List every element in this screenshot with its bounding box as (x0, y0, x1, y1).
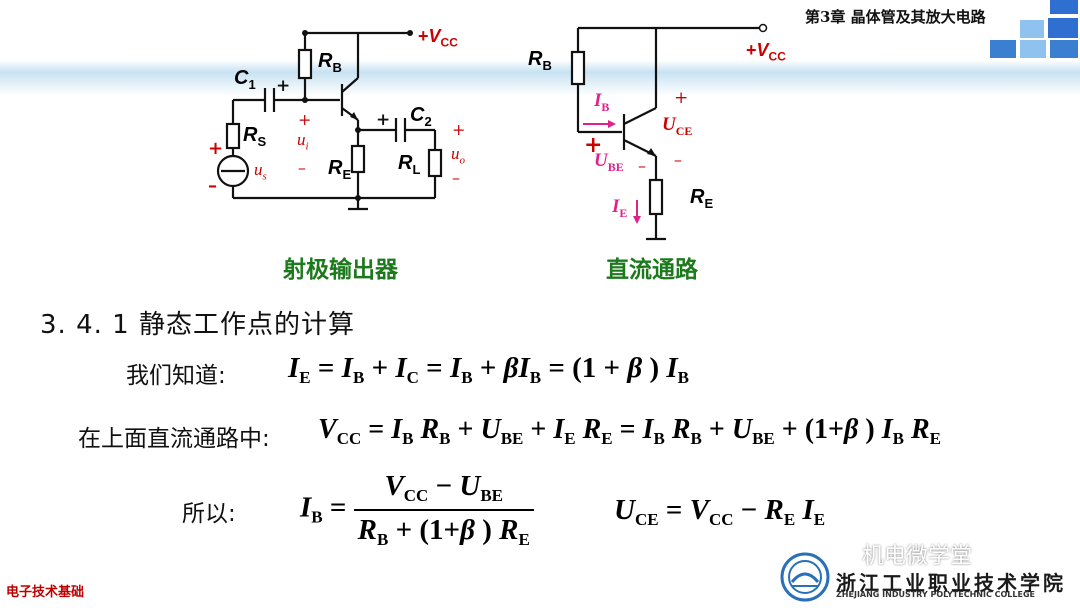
ui-plus: + (298, 110, 312, 129)
us-minus: – (208, 175, 217, 196)
equation-kvl: VCC = IB RB + UBE + IE RE = IB RB + UBE … (318, 414, 941, 448)
equation-ib: IB = VCC − UBE RB + (1+β ) RE (300, 470, 534, 550)
left-re-label: RE (328, 157, 352, 182)
left-vcc-label: +VCC (418, 26, 458, 50)
chapter-title: 第3章 晶体管及其放大电路 (805, 8, 986, 26)
left-diagram-caption: 射极输出器 (283, 257, 398, 283)
uce-plus: + (674, 88, 689, 108)
right-rb-label: RB (528, 48, 552, 73)
ib-label: IB (594, 90, 610, 114)
uo-minus: – (452, 168, 460, 187)
left-c2-label: C2 (410, 104, 432, 129)
us-plus: + (208, 138, 224, 159)
college-name-en: ZHEJIANG INDUSTRY POLYTECHNIC COLLEGE (836, 590, 1035, 599)
equation-uce: UCE = VCC − RE IE (614, 494, 826, 529)
uce-label: UCE (662, 114, 693, 138)
uo-label: uo (451, 144, 465, 167)
uo-plus: + (452, 120, 466, 139)
ube-label: UBE (594, 150, 624, 174)
right-diagram-caption: 直流通路 (606, 257, 698, 283)
watermark-text: 机电微学堂 (862, 544, 973, 569)
ube-minus: – (638, 156, 646, 175)
line1-label: 我们知道: (126, 363, 226, 389)
ui-label: ui (297, 130, 309, 153)
line3-label: 所以: (182, 501, 236, 527)
uce-minus: – (674, 150, 682, 169)
ie-label: IE (612, 196, 628, 220)
college-logo-emblem (780, 552, 830, 602)
left-rl-label: RL (398, 152, 421, 177)
section-heading: 3. 4. 1 静态工作点的计算 (40, 310, 355, 340)
equation-ie-sum: IE = IB + IC = IB + βIB = (1 + β ) IB (288, 352, 689, 387)
us-label: us (254, 160, 267, 183)
ube-plus: + (584, 132, 603, 158)
left-c1-label: C1 (234, 67, 256, 92)
c1-plus-sign: + (276, 76, 291, 96)
left-rb-label: RB (318, 50, 342, 75)
c2-plus-sign: + (376, 110, 391, 130)
ui-minus: – (298, 158, 306, 177)
right-re-label: RE (690, 186, 714, 211)
line2-label: 在上面直流通路中: (78, 426, 270, 452)
left-rs-label: RS (243, 124, 267, 149)
college-name-cn: 浙江工业职业技术学院 (836, 571, 1066, 595)
right-vcc-label: +VCC (746, 40, 786, 64)
course-name: 电子技术基础 (6, 585, 85, 600)
